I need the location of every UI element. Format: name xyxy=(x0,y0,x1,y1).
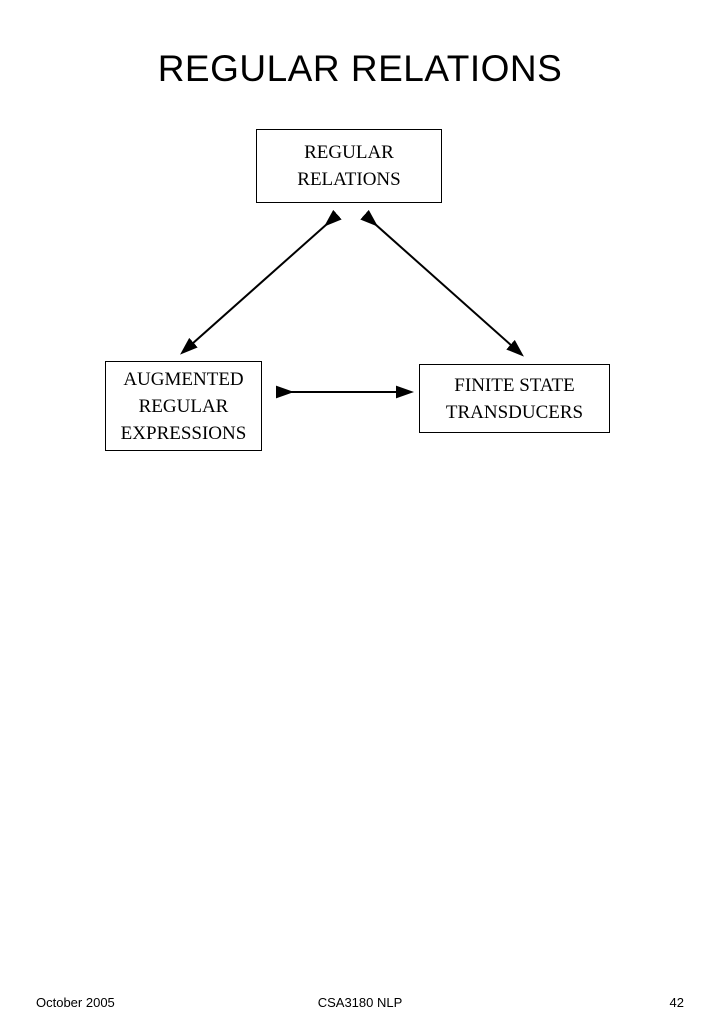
node-line: RELATIONS xyxy=(297,169,401,190)
node-line: FINITE STATE xyxy=(454,374,575,396)
node-line: EXPRESSIONS xyxy=(120,422,247,444)
node-line: REGULAR xyxy=(138,395,229,417)
footer-page-number: 42 xyxy=(669,995,684,1010)
diagram-node-augmented-regular-expressions[interactable]: AUGMENTED REGULAR EXPRESSIONS xyxy=(105,361,262,451)
page-title: REGULAR RELATIONS xyxy=(157,48,563,89)
node-line: REGULAR xyxy=(304,142,394,163)
slide-footer: October 2005 CSA3180 NLP 42 xyxy=(0,500,720,1010)
footer-course: CSA3180 NLP xyxy=(317,995,403,1010)
node-line: AUGMENTED xyxy=(123,368,244,390)
diagram-node-finite-state-transducers[interactable]: FINITE STATE TRANSDUCERS xyxy=(419,364,610,433)
node-line: TRANSDUCERS xyxy=(445,401,584,423)
diagram-node-regular-relations[interactable]: REGULAR RELATIONS xyxy=(256,129,442,203)
slide: REGULAR RELATIONS REGULAR RELATIONS AUGM… xyxy=(0,48,720,1010)
connector-top-to-right xyxy=(360,209,524,357)
connector-top-to-left xyxy=(180,209,342,355)
